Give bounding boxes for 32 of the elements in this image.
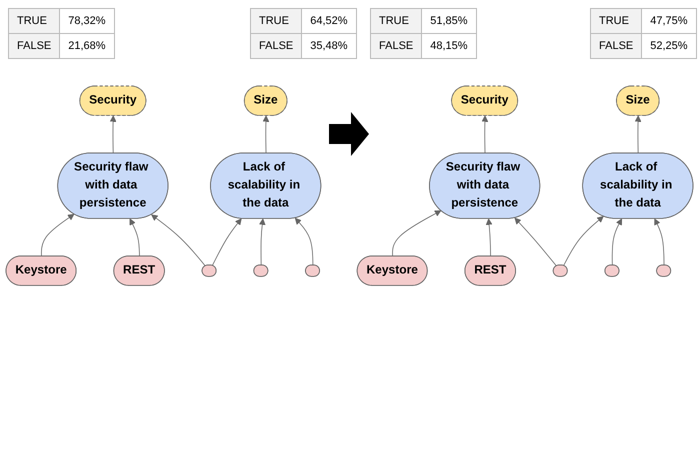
arrow (258, 218, 266, 266)
key-cell: FALSE (8, 34, 60, 58)
arrow (110, 115, 116, 154)
arrow (612, 218, 622, 266)
arrow (151, 214, 206, 266)
value-cell: 35,48% (302, 34, 356, 58)
arrow (294, 218, 314, 266)
value-cell: 78,32% (60, 8, 114, 34)
arrow (486, 218, 492, 257)
arrow (514, 218, 557, 266)
arrow (262, 115, 270, 154)
key-cell: TRUE (8, 8, 60, 34)
arrow (563, 216, 604, 266)
value-cell: 47,75% (642, 8, 696, 34)
value-cell: 21,68% (60, 34, 114, 58)
value-cell: 52,25% (642, 34, 696, 58)
key-cell: TRUE (370, 8, 422, 34)
key-cell: TRUE (590, 8, 642, 34)
key-cell: FALSE (250, 34, 302, 58)
arrow (130, 218, 140, 257)
arrow (482, 115, 488, 154)
key-cell: TRUE (250, 8, 302, 34)
value-cell: 48,15% (422, 34, 476, 58)
arrow (41, 214, 74, 257)
arrow (392, 210, 442, 257)
arrow (634, 115, 642, 154)
value-cell: 64,52% (302, 8, 356, 34)
value-cell: 51,85% (422, 8, 476, 34)
arrow (654, 218, 664, 266)
key-cell: FALSE (590, 34, 642, 58)
key-cell: FALSE (370, 34, 422, 58)
arrow (212, 218, 242, 266)
